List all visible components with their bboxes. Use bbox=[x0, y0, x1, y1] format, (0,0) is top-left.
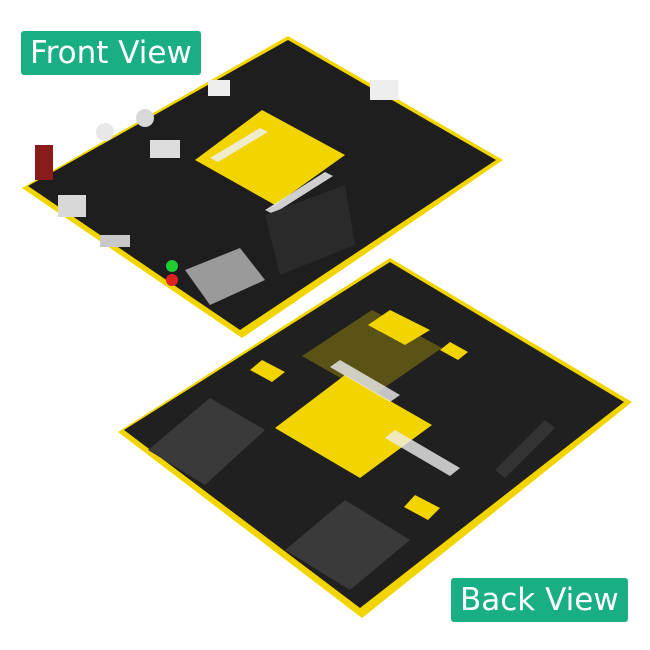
power-switch bbox=[35, 145, 53, 180]
back-view-board bbox=[118, 258, 632, 618]
sim1-slot bbox=[285, 500, 410, 590]
front-view-board bbox=[22, 36, 503, 338]
front-copper-pad bbox=[195, 110, 345, 205]
sim2-slot bbox=[148, 398, 265, 485]
connector bbox=[370, 80, 398, 100]
usb-c-port bbox=[100, 235, 130, 247]
dc-jack bbox=[58, 195, 86, 217]
ethernet-port bbox=[185, 248, 265, 305]
red-led bbox=[166, 274, 178, 286]
front-view-label: Front View bbox=[21, 31, 201, 75]
back-view-label: Back View bbox=[451, 578, 628, 622]
back-copper-pad bbox=[275, 375, 432, 478]
green-led bbox=[166, 260, 178, 272]
